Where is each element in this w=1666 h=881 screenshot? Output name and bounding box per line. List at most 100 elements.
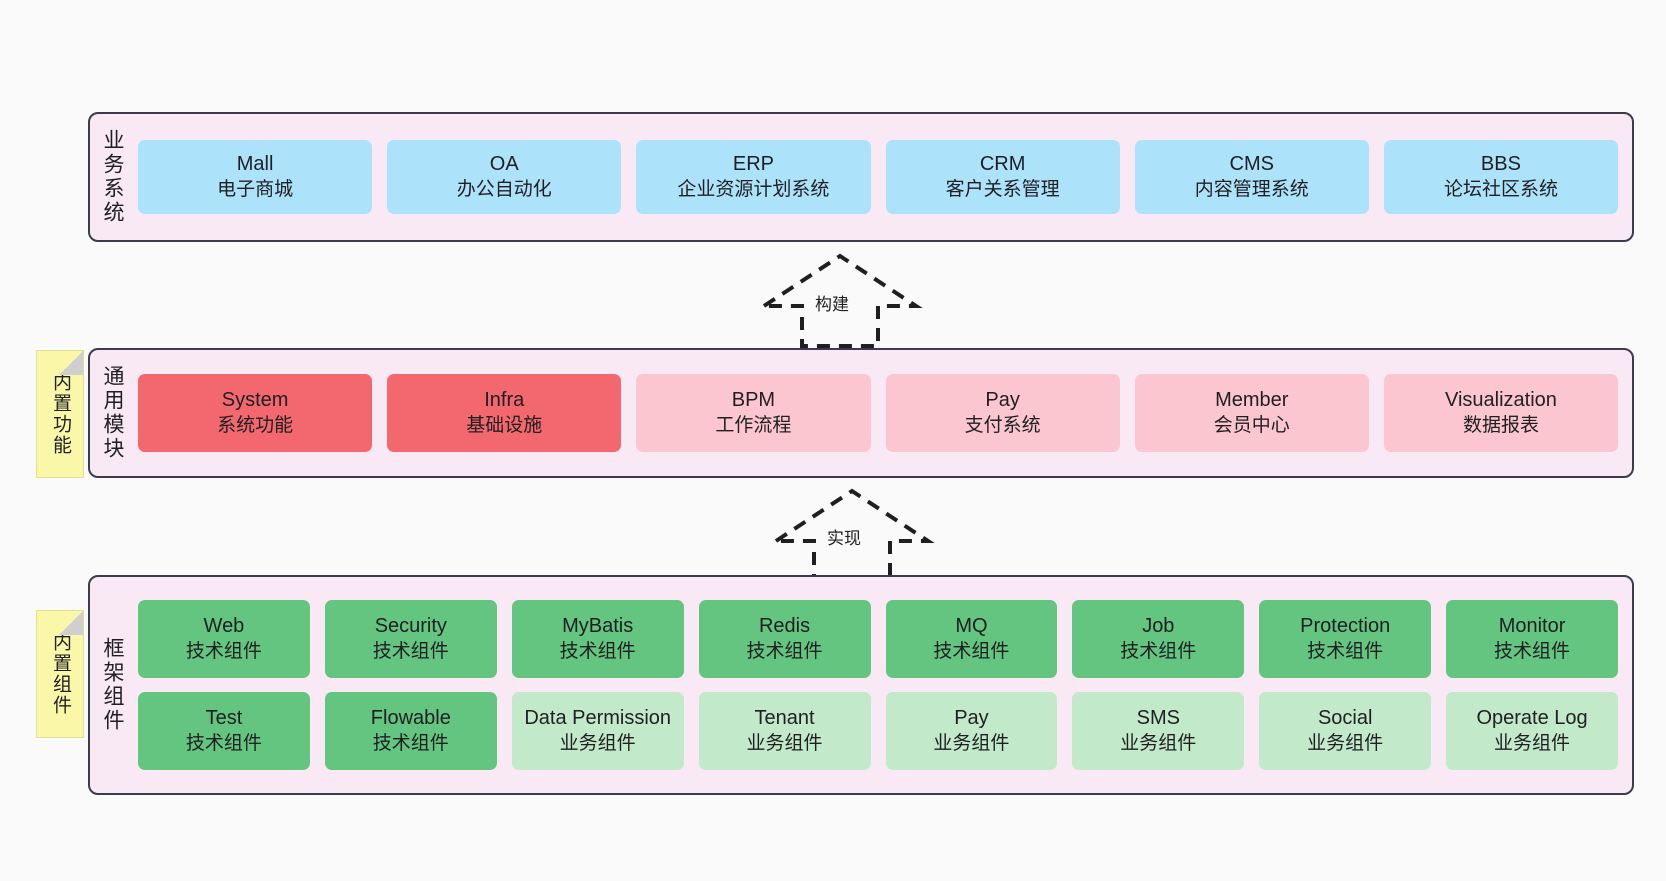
box-title: Social <box>1317 707 1373 730</box>
box-subtitle: 内容管理系统 <box>1194 178 1309 200</box>
box-social[interactable]: Social 业务组件 <box>1259 692 1432 770</box>
box-flowable[interactable]: Flowable 技术组件 <box>324 692 497 770</box>
box-visualization[interactable]: Visualization 数据报表 <box>1383 374 1619 452</box>
box-title: Visualization <box>1444 389 1557 412</box>
arrow-implement-label: 实现 <box>827 529 861 548</box>
box-title: MyBatis <box>562 615 634 638</box>
box-title: Web <box>203 615 245 638</box>
box-title: ERP <box>732 153 774 176</box>
box-title: Operate Log <box>1476 707 1588 730</box>
box-subtitle: 技术组件 <box>1494 640 1571 662</box>
box-erp[interactable]: ERP 企业资源计划系统 <box>636 140 871 214</box>
box-cms[interactable]: CMS 内容管理系统 <box>1134 140 1369 214</box>
box-subtitle: 技术组件 <box>185 732 262 754</box>
box-subtitle: 工作流程 <box>715 414 792 436</box>
box-subtitle: 支付系统 <box>964 414 1041 436</box>
box-test[interactable]: Test 技术组件 <box>138 692 310 770</box>
box-pay-business[interactable]: Pay 业务组件 <box>885 692 1058 770</box>
box-subtitle: 办公自动化 <box>456 178 552 200</box>
box-redis[interactable]: Redis 技术组件 <box>698 600 871 678</box>
box-data-permission[interactable]: Data Permission 业务组件 <box>511 692 684 770</box>
box-title: Redis <box>758 615 811 638</box>
layer-label-common-modules: 通用模块 <box>101 365 125 461</box>
box-subtitle: 基础设施 <box>466 414 543 436</box>
box-mall[interactable]: Mall 电子商城 <box>138 140 373 214</box>
box-subtitle: 客户关系管理 <box>945 178 1060 200</box>
box-web[interactable]: Web 技术组件 <box>138 600 310 678</box>
box-subtitle: 技术组件 <box>372 640 449 662</box>
box-title: CRM <box>979 153 1026 176</box>
layer-body-framework-components: Web 技术组件 Security 技术组件 MyBatis 技术组件 Redi… <box>134 577 1632 793</box>
box-subtitle: 技术组件 <box>559 640 636 662</box>
box-subtitle: 业务组件 <box>1494 732 1571 754</box>
box-subtitle: 数据报表 <box>1462 414 1539 436</box>
box-title: System <box>221 389 289 412</box>
box-title: Member <box>1215 389 1289 412</box>
box-subtitle: 技术组件 <box>746 640 823 662</box>
box-member[interactable]: Member 会员中心 <box>1134 374 1369 452</box>
box-infra[interactable]: Infra 基础设施 <box>387 374 622 452</box>
box-title: BPM <box>731 389 776 412</box>
box-title: Test <box>205 707 243 730</box>
sticky-note-builtin-components: 内置组件 <box>36 610 84 738</box>
box-crm[interactable]: CRM 客户关系管理 <box>885 140 1120 214</box>
box-title: Pay <box>954 707 989 730</box>
box-title: Pay <box>985 389 1020 412</box>
box-subtitle: 技术组件 <box>372 732 449 754</box>
box-title: Protection <box>1300 615 1391 638</box>
box-title: Job <box>1142 615 1175 638</box>
layer-common-modules: 通用模块 System 系统功能 Infra 基础设施 BPM 工作流程 Pay… <box>88 348 1634 478</box>
box-subtitle: 企业资源计划系统 <box>677 178 830 200</box>
layer-label-business-systems: 业务系统 <box>101 129 125 225</box>
box-subtitle: 业务组件 <box>1120 732 1197 754</box>
box-operate-log[interactable]: Operate Log 业务组件 <box>1446 692 1618 770</box>
box-title: Data Permission <box>524 707 672 730</box>
sticky-note-builtin-functions: 内置功能 <box>36 350 84 478</box>
box-sms[interactable]: SMS 业务组件 <box>1072 692 1245 770</box>
box-subtitle: 电子商城 <box>217 178 294 200</box>
box-title: Security <box>374 615 447 638</box>
box-title: SMS <box>1136 707 1180 730</box>
box-title: Infra <box>484 389 525 412</box>
box-subtitle: 会员中心 <box>1213 414 1290 436</box>
box-monitor[interactable]: Monitor 技术组件 <box>1446 600 1618 678</box>
box-subtitle: 技术组件 <box>1120 640 1197 662</box>
box-title: Mall <box>236 153 274 176</box>
layer-framework-components: 框架组件 Web 技术组件 Security 技术组件 MyBatis 技术组件… <box>88 575 1634 795</box>
box-bbs[interactable]: BBS 论坛社区系统 <box>1383 140 1619 214</box>
box-subtitle: 业务组件 <box>746 732 823 754</box>
box-tenant[interactable]: Tenant 业务组件 <box>698 692 871 770</box>
box-subtitle: 系统功能 <box>217 414 294 436</box>
box-title: Monitor <box>1498 615 1566 638</box>
box-subtitle: 业务组件 <box>559 732 636 754</box>
layer-body-common-modules: System 系统功能 Infra 基础设施 BPM 工作流程 Pay 支付系统… <box>134 350 1632 476</box>
box-subtitle: 技术组件 <box>185 640 262 662</box>
box-title: CMS <box>1229 153 1274 176</box>
box-bpm[interactable]: BPM 工作流程 <box>636 374 871 452</box>
row-common-modules: System 系统功能 Infra 基础设施 BPM 工作流程 Pay 支付系统… <box>138 374 1619 452</box>
box-title: Flowable <box>370 707 451 730</box>
box-protection[interactable]: Protection 技术组件 <box>1259 600 1432 678</box>
box-title: BBS <box>1480 153 1521 176</box>
layer-body-business-systems: Mall 电子商城 OA 办公自动化 ERP 企业资源计划系统 CRM 客户关系… <box>134 114 1632 240</box>
row-framework-biz: Test 技术组件 Flowable 技术组件 Data Permission … <box>138 692 1618 770</box>
box-pay[interactable]: Pay 支付系统 <box>885 374 1120 452</box>
box-subtitle: 技术组件 <box>1307 640 1384 662</box>
box-mybatis[interactable]: MyBatis 技术组件 <box>511 600 684 678</box>
box-subtitle: 业务组件 <box>933 732 1010 754</box>
box-title: MQ <box>955 615 988 638</box>
box-job[interactable]: Job 技术组件 <box>1072 600 1245 678</box>
box-oa[interactable]: OA 办公自动化 <box>387 140 622 214</box>
layer-business-systems: 业务系统 Mall 电子商城 OA 办公自动化 ERP 企业资源计划系统 CRM… <box>88 112 1634 242</box>
box-subtitle: 技术组件 <box>933 640 1010 662</box>
row-business-systems: Mall 电子商城 OA 办公自动化 ERP 企业资源计划系统 CRM 客户关系… <box>138 140 1619 214</box>
box-mq[interactable]: MQ 技术组件 <box>885 600 1058 678</box>
box-title: OA <box>489 153 519 176</box>
box-subtitle: 论坛社区系统 <box>1443 178 1558 200</box>
box-title: Tenant <box>754 707 815 730</box>
row-framework-tech: Web 技术组件 Security 技术组件 MyBatis 技术组件 Redi… <box>138 600 1618 678</box>
box-security[interactable]: Security 技术组件 <box>324 600 497 678</box>
arrow-build-label: 构建 <box>815 295 849 314</box>
box-system[interactable]: System 系统功能 <box>138 374 373 452</box>
layer-label-framework-components: 框架组件 <box>101 637 125 733</box>
